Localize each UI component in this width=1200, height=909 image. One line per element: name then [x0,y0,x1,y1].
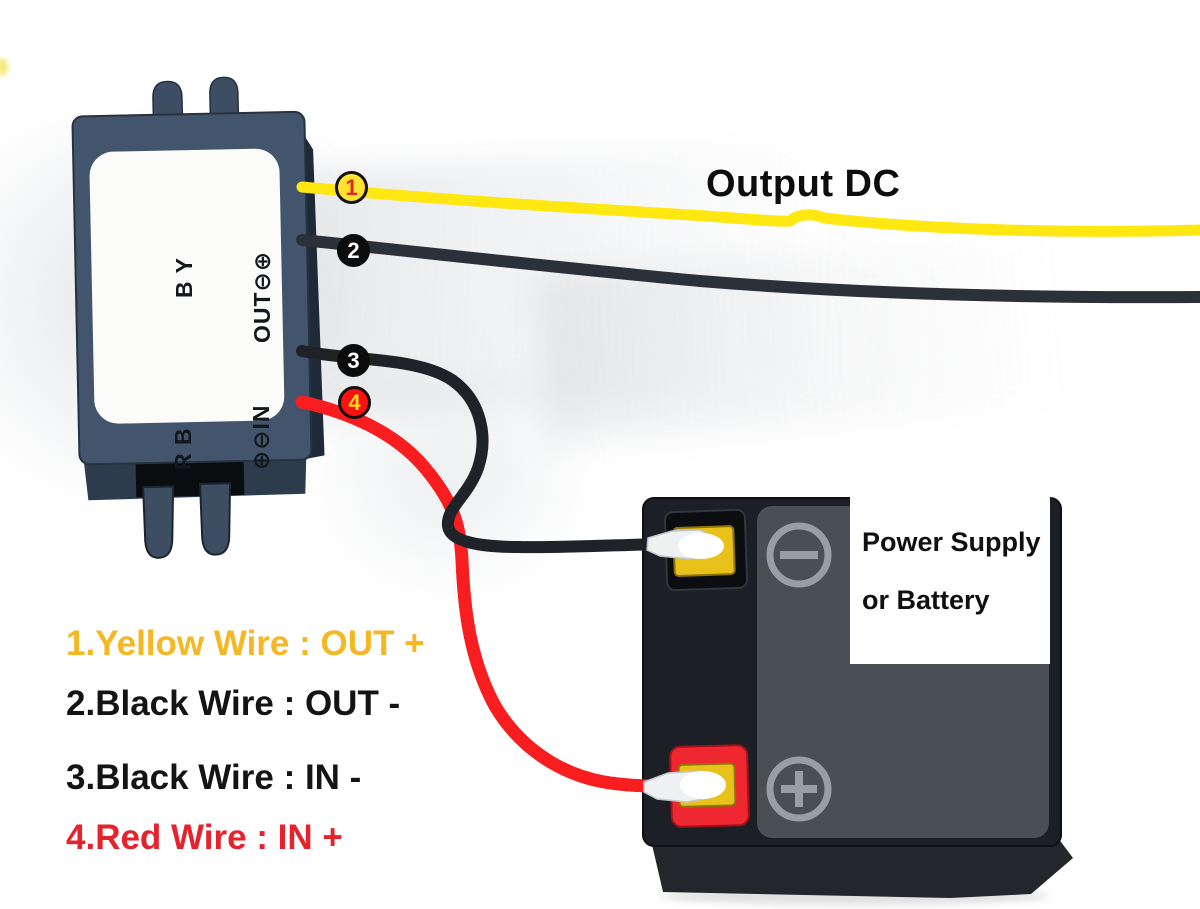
yellow-edge-artifact [0,58,8,76]
converter-module [71,76,325,559]
legend-black-wire-out: 2.Black Wire : OUT - [66,684,401,723]
positive-spade-connector [643,770,726,803]
wire-badge-2: 2 [337,234,370,267]
legend-yellow-wire: 1.Yellow Wire : OUT + [66,624,425,663]
black-wire-out-negative [296,234,1200,304]
module-top-tab [209,76,240,123]
battery-label-line1: Power Supply [862,527,1041,557]
legend-red-wire: 4.Red Wire : IN + [66,818,343,857]
wire-badge-3: 3 [337,344,370,377]
module-label [89,148,285,424]
black-wire-in-negative [296,345,668,554]
wire-badge-4: 4 [338,386,371,419]
module-bottom-tab [142,485,175,559]
yellow-wire-out-positive [296,181,1200,237]
module-in-polarity: ⊕⊖IN [248,404,274,470]
module-out-wire-colors: B Y [171,257,197,306]
battery-bottom-face [650,836,1073,898]
battery-label: Power Supply or Battery [850,497,1050,664]
battery-label-line2: or Battery [862,585,990,615]
plus-symbol [766,756,832,822]
module-bottom-tab [199,482,232,556]
module-in-wire-colors: R B [170,427,196,470]
negative-spade-connector [646,529,724,560]
module-out-polarity: OUT⊖⊕ [249,250,275,343]
module-in-markings: R B ⊕⊖IN [118,390,326,470]
red-wire-in-positive [295,395,663,793]
legend-black-wire-in: 3.Black Wire : IN - [66,758,362,797]
wire-badge-1: 1 [335,171,368,204]
output-dc-label: Output DC [706,163,901,205]
module-out-markings: B Y OUT⊖⊕ [119,250,327,343]
minus-symbol [766,522,832,588]
